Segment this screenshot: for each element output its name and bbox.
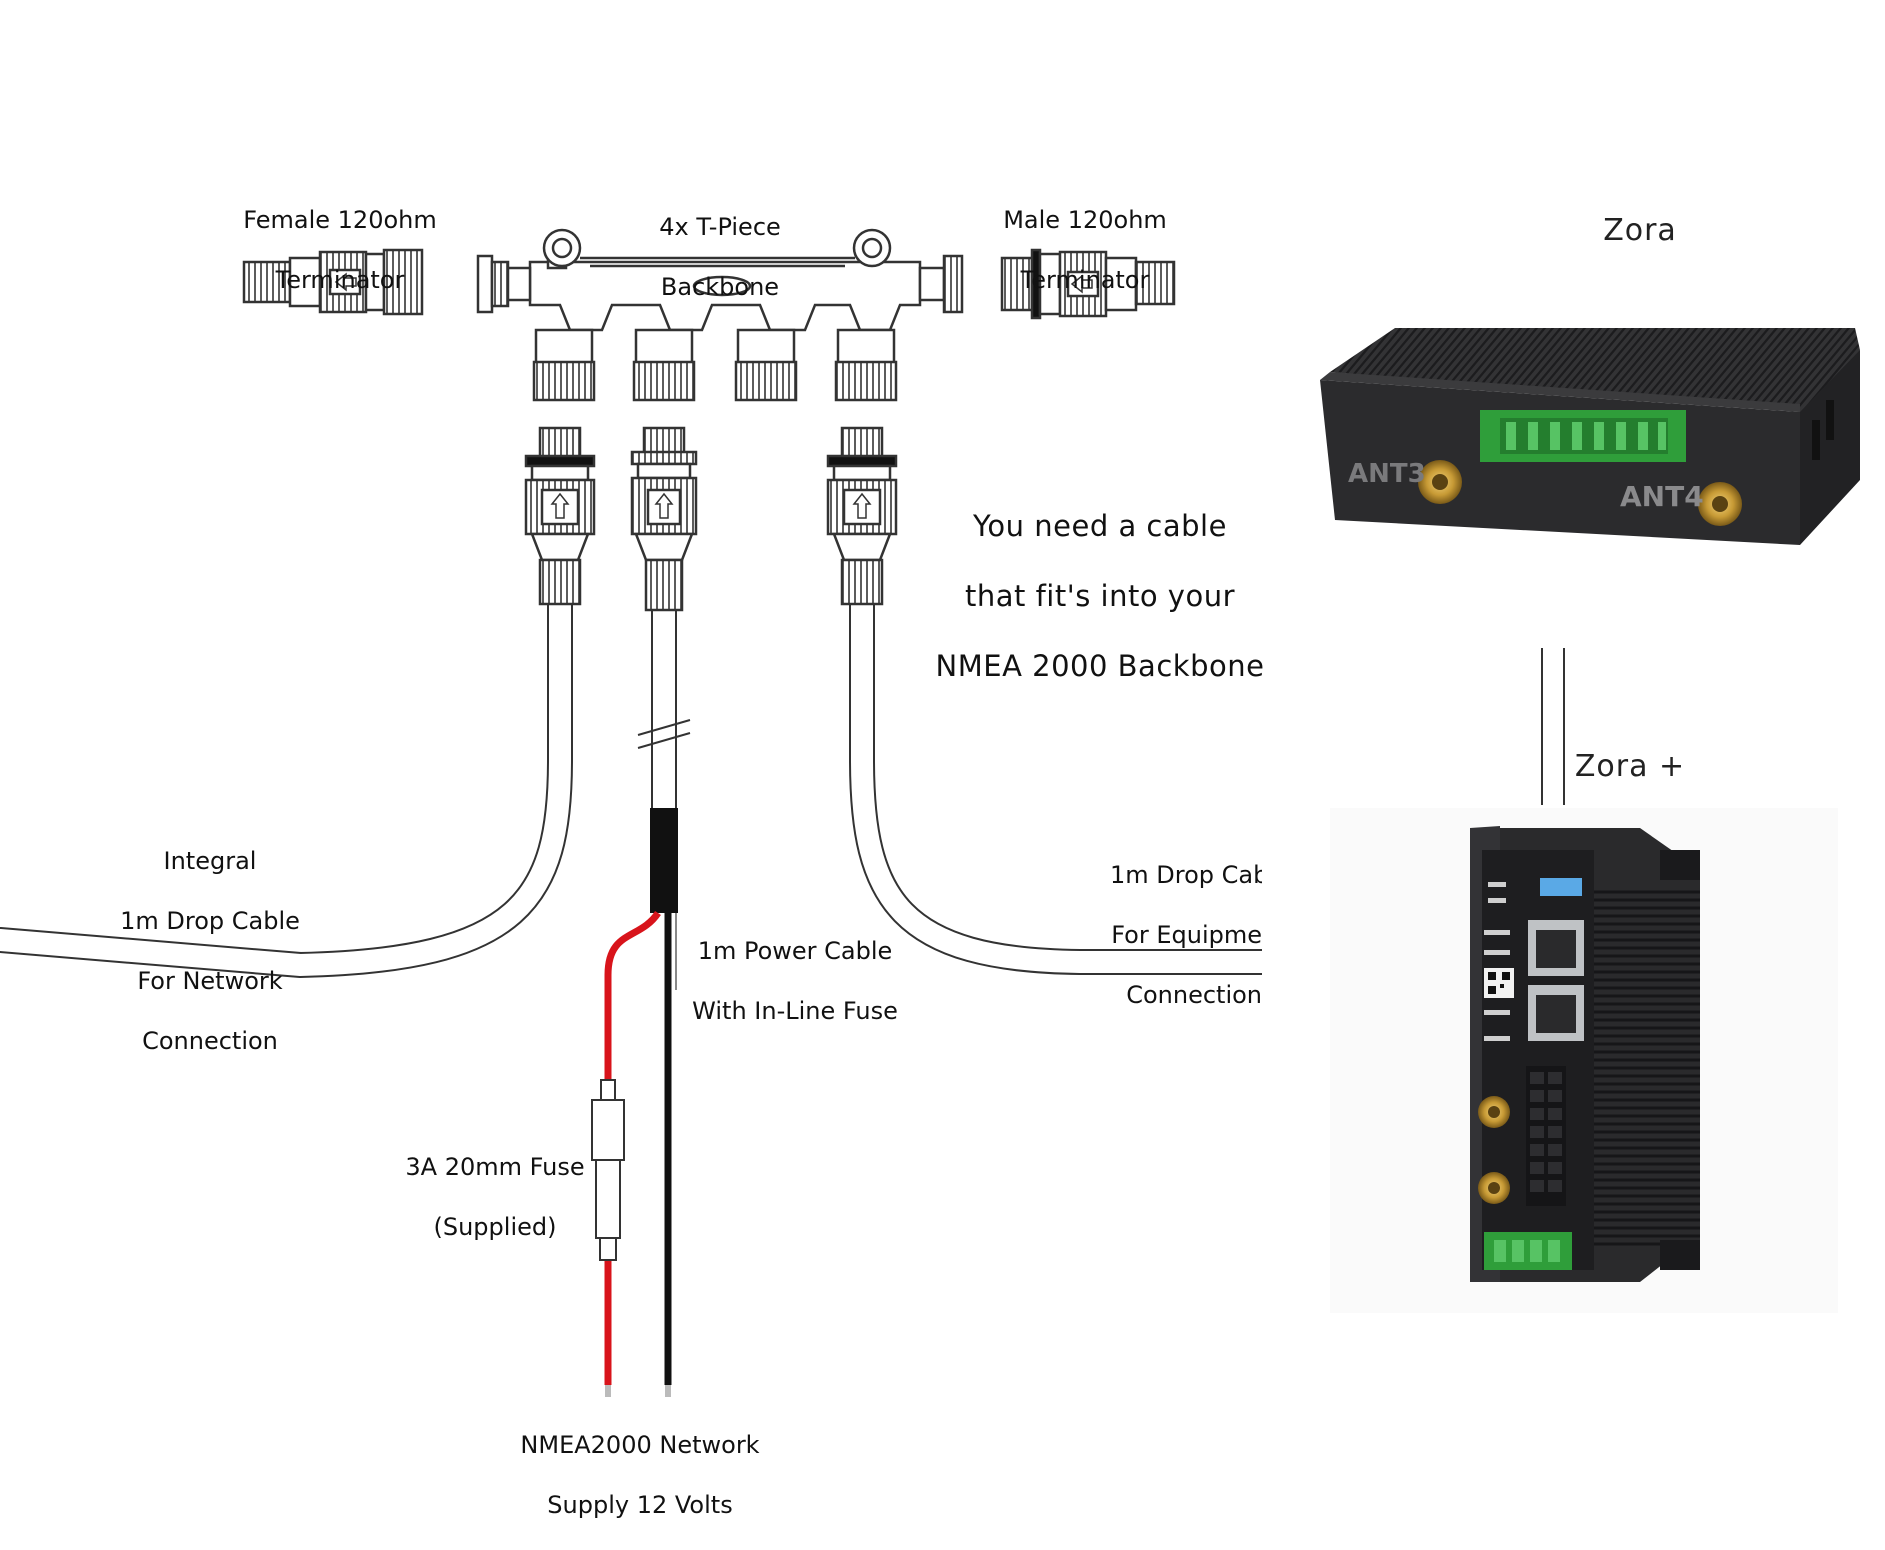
integral-drop-label: Integral 1m Drop Cable For Network Conne… xyxy=(90,816,330,1086)
t-piece-backbone xyxy=(476,228,964,402)
male-terminator xyxy=(1000,248,1176,320)
svg-text:ANT3: ANT3 xyxy=(1348,459,1426,489)
zora-device: ANT3 ANT4 xyxy=(1320,328,1860,545)
label-line: 1m Drop Cab xyxy=(1110,861,1262,889)
cable-note: You need a cable that fit's into your NM… xyxy=(920,474,1280,719)
female-terminator xyxy=(242,248,424,316)
left-drop-connector xyxy=(524,426,596,606)
zora-link-cable xyxy=(1541,648,1565,805)
label-line: Connection xyxy=(1126,981,1262,1009)
label-line: NMEA 2000 Backbone xyxy=(935,649,1265,683)
diagram-drawing: ANT3 ANT4 xyxy=(0,228,1860,1397)
female-terminator-label: Female 120ohm Terminator xyxy=(210,175,470,325)
label-line: 1m Drop Cable xyxy=(120,907,300,935)
equipment-drop-label: 1m Drop Cab For Equipme Connection xyxy=(1110,830,1262,1040)
integral-drop-cable xyxy=(0,587,573,979)
supply-label: NMEA2000 Network Supply 12 Volts xyxy=(520,1400,760,1550)
nmea2000-wiring-diagram: ANT3 ANT4 xyxy=(0,175,1860,1519)
label-line: 4x T-Piece xyxy=(659,213,781,241)
label-line: Terminator xyxy=(1020,266,1150,294)
label-line: 3A 20mm Fuse xyxy=(405,1153,585,1181)
zora-plus-title: Zora + xyxy=(1574,749,1686,784)
label-line: With In-Line Fuse xyxy=(692,997,898,1025)
power-cable xyxy=(591,609,691,1397)
label-line: 1m Power Cable xyxy=(697,937,893,965)
label-line: For Equipme xyxy=(1111,921,1262,949)
label-line: Supply 12 Volts xyxy=(547,1491,733,1519)
label-line: that fit's into your xyxy=(964,579,1236,613)
label-line: (Supplied) xyxy=(433,1213,557,1241)
label-line: Terminator xyxy=(275,266,405,294)
power-cable-label: 1m Power Cable With In-Line Fuse xyxy=(680,906,910,1056)
zora-plus-device xyxy=(1330,808,1838,1313)
male-terminator-label: Male 120ohm Terminator xyxy=(965,175,1205,325)
label-line: Integral xyxy=(163,847,257,875)
equipment-drop-cable xyxy=(849,600,1262,975)
label-line: Connection xyxy=(142,1027,278,1055)
label-line: NMEA2000 Network xyxy=(520,1431,760,1459)
label-line: For Network xyxy=(137,967,283,995)
t-piece-label: 4x T-Piece Backbone xyxy=(620,182,820,332)
label-line: Male 120ohm xyxy=(1003,206,1167,234)
label-line: You need a cable xyxy=(973,509,1227,543)
fuse-label: 3A 20mm Fuse (Supplied) xyxy=(395,1122,595,1272)
right-drop-connector xyxy=(826,426,898,606)
power-drop-connector xyxy=(630,426,698,612)
label-line: Backbone xyxy=(660,273,780,301)
label-line: Female 120ohm xyxy=(243,206,437,234)
svg-text:ANT4: ANT4 xyxy=(1620,480,1704,513)
zora-title: Zora xyxy=(1603,213,1677,248)
